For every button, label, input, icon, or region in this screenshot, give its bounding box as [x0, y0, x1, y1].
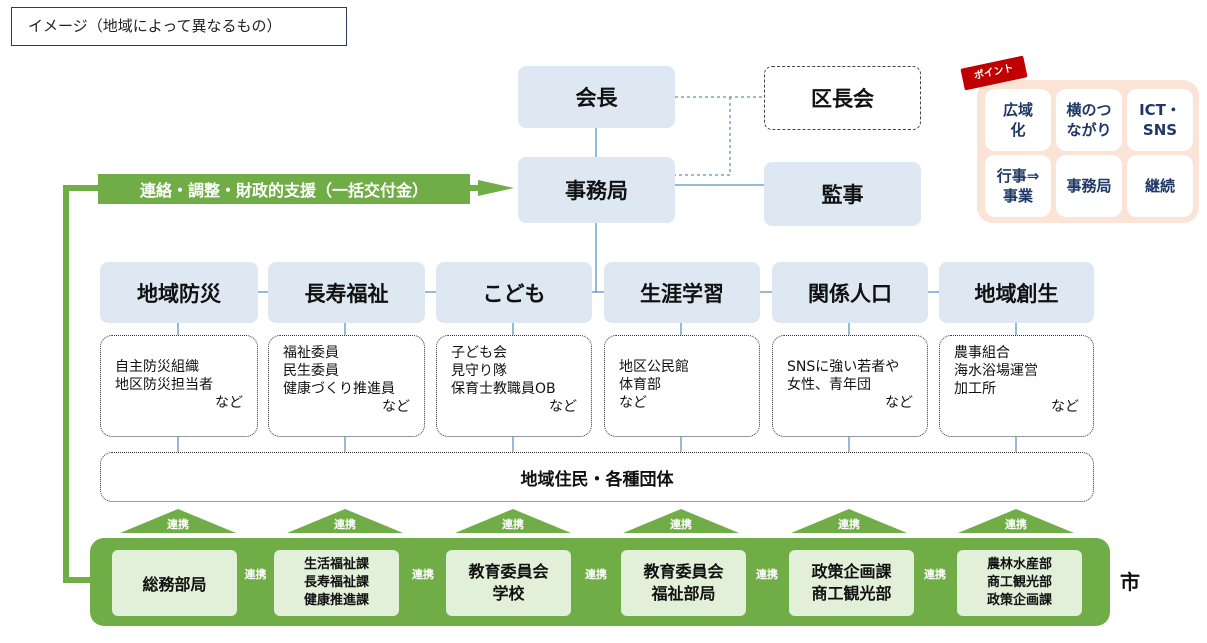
link-label: 連携 — [585, 568, 607, 581]
chair-box: 会長 — [518, 66, 675, 128]
section-box: 長寿福祉 — [268, 262, 425, 323]
member-item: 海水浴場運営 — [954, 363, 1038, 379]
section-box: 地域防災 — [100, 262, 258, 323]
dept-name: 長寿福祉課 — [303, 575, 369, 590]
city-panel — [90, 538, 1110, 626]
member-item: 民生委員 — [283, 363, 339, 379]
dept-name: 農林水産部 — [986, 557, 1052, 572]
link-label: 連携 — [924, 568, 946, 581]
etc-label: など — [885, 395, 913, 411]
member-item: 加工所 — [954, 381, 996, 397]
ward-council-box: 区長会 — [764, 66, 921, 130]
section-box: 生涯学習 — [604, 262, 760, 323]
point-text: SNS — [1142, 121, 1178, 139]
members-box: SNSに強い若者や 女性、青年団 など — [772, 335, 928, 437]
dept-name: 商工観光部 — [811, 584, 892, 603]
point-item: 広域 化 — [985, 89, 1051, 151]
point-text: ICT・ — [1139, 101, 1181, 119]
link-label: 連携 — [167, 518, 189, 531]
member-item: 健康づくり推進員 — [283, 381, 395, 397]
link-label: 連携 — [838, 518, 860, 531]
residents-box: 地域住民・各種団体 — [100, 452, 1094, 502]
dept-name: 生活福祉課 — [303, 557, 369, 572]
point-item: 継続 — [1127, 155, 1193, 217]
page-title: イメージ（地域によって異なるもの） — [11, 7, 347, 46]
members-box: 自主防災組織 地区防災担当者 など — [100, 335, 258, 437]
section-box: 関係人口 — [772, 262, 928, 323]
member-item: 保育士教職員OB — [451, 381, 556, 397]
city-dept-box: 総務部局 — [112, 550, 237, 616]
dept-name: 学校 — [492, 584, 525, 603]
point-item: ICT・ SNS — [1127, 89, 1193, 151]
dept-name: 教育委員会 — [468, 562, 549, 581]
dept-name: 総務部局 — [142, 575, 207, 594]
members-box: 農事組合 海水浴場運営 加工所 など — [939, 335, 1094, 437]
point-text: ながり — [1066, 121, 1112, 139]
dept-name: 健康推進課 — [303, 593, 369, 608]
link-label: 連携 — [412, 568, 434, 581]
link-label: 連携 — [244, 568, 267, 581]
point-text: 行事⇒ — [996, 167, 1040, 185]
dept-name: 福祉部局 — [651, 584, 716, 603]
point-item: 事務局 — [1056, 155, 1122, 217]
dept-name: 教育委員会 — [643, 562, 724, 581]
etc-label: など — [1051, 399, 1079, 415]
link-label: 連携 — [670, 518, 692, 531]
city-label: 市 — [1120, 570, 1140, 594]
point-text: 事業 — [1002, 187, 1033, 205]
point-item: 横のつ ながり — [1056, 89, 1122, 151]
member-item: 見守り隊 — [451, 363, 507, 379]
members-box: 子ども会 見守り隊 保育士教職員OB など — [436, 335, 592, 437]
members-box: 福祉委員 民生委員 健康づくり推進員 など — [268, 335, 425, 437]
support-arrow-label: 連絡・調整・財政的支援（一括交付金） — [98, 174, 470, 204]
point-text: 横のつ — [1066, 101, 1112, 119]
link-label: 連携 — [756, 568, 778, 581]
etc-label: など — [382, 399, 410, 415]
dept-name: 政策企画課 — [811, 562, 892, 581]
link-label: 連携 — [334, 518, 356, 531]
member-item: 農事組合 — [954, 345, 1010, 361]
member-item: SNSに強い若者や — [787, 359, 900, 375]
dept-name: 商工観光部 — [986, 575, 1052, 590]
member-item: 体育部 — [619, 377, 661, 393]
member-item: 自主防災組織 — [115, 359, 199, 375]
city-dept-box: 農林水産部 商工観光部 政策企画課 — [957, 550, 1082, 616]
section-box: 地域創生 — [939, 262, 1094, 323]
member-item: 女性、青年団 — [787, 377, 871, 393]
section-box: こども — [436, 262, 592, 323]
member-item: 地区防災担当者 — [115, 377, 213, 393]
city-dept-box: 生活福祉課 長寿福祉課 健康推進課 — [274, 550, 399, 616]
point-text: 継続 — [1144, 177, 1175, 195]
point-text: 化 — [1010, 121, 1026, 139]
city-dept-box: 教育委員会 学校 — [446, 550, 571, 616]
member-item: 地区公民館 — [619, 359, 689, 375]
members-box: 地区公民館 体育部 など — [604, 335, 760, 437]
etc-label: など — [549, 399, 577, 415]
etc-label: など — [215, 395, 243, 411]
point-text: 広域 — [1002, 101, 1033, 119]
city-dept-box: 教育委員会 福祉部局 — [621, 550, 746, 616]
secretariat-box: 事務局 — [518, 157, 675, 223]
link-label: 連携 — [1005, 518, 1027, 531]
point-text: 事務局 — [1066, 177, 1112, 195]
dept-name: 政策企画課 — [986, 593, 1052, 608]
link-label: 連携 — [502, 518, 524, 531]
member-item: など — [619, 395, 647, 411]
city-dept-box: 政策企画課 商工観光部 — [789, 550, 914, 616]
member-item: 福祉委員 — [283, 345, 339, 361]
auditor-box: 監事 — [764, 162, 921, 226]
member-item: 子ども会 — [451, 345, 507, 361]
point-item: 行事⇒ 事業 — [985, 155, 1051, 217]
